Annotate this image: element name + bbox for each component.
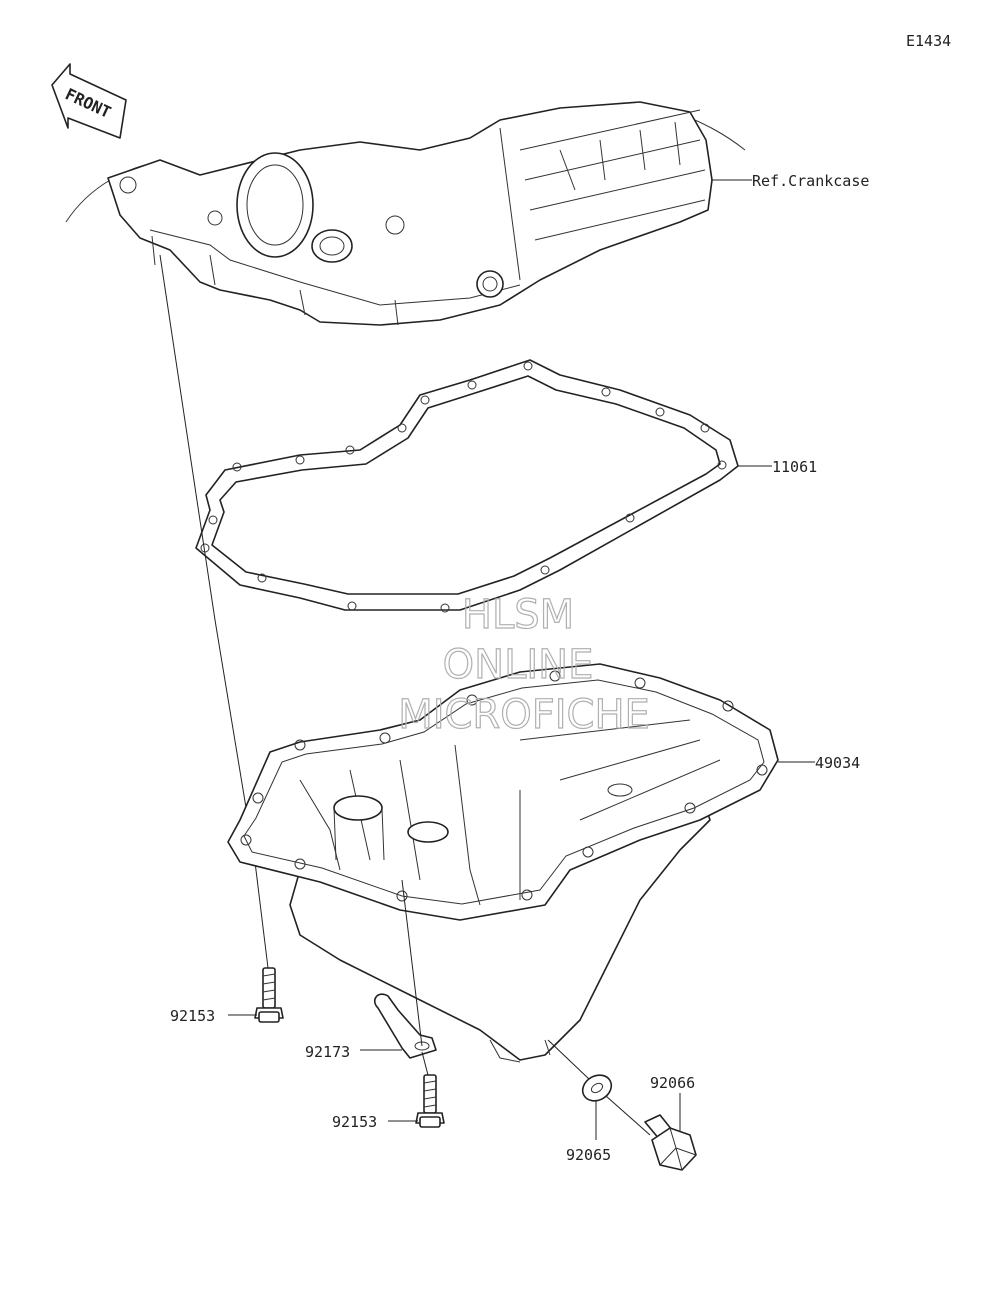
diagram-code: E1434: [906, 32, 951, 50]
watermark: HLSM ONLINE MICROFICHE: [398, 591, 651, 738]
front-arrow-icon: FRONT: [51, 63, 127, 139]
flange-bolt-upper: [254, 967, 284, 1023]
crankcase-illustration: [65, 101, 746, 326]
crankcase-label: Ref.Crankcase: [752, 172, 869, 190]
oil-pan: [227, 663, 779, 1063]
drain-plug-label: 92066: [650, 1074, 695, 1092]
watermark-line2: ONLINE: [443, 642, 594, 688]
flange-bolt-lower: [415, 1051, 445, 1128]
bolt-lower-label: 92153: [332, 1113, 377, 1131]
washer-label: 92065: [566, 1146, 611, 1164]
clamp-label: 92173: [305, 1043, 350, 1061]
bolt-alignment-line: [159, 254, 269, 969]
clamp-alignment-line: [401, 879, 423, 1047]
sealing-washer: [581, 1074, 613, 1102]
oil-drain-plug: [644, 1114, 697, 1171]
bolt-upper-label: 92153: [170, 1007, 215, 1025]
gasket-label: 11061: [772, 458, 817, 476]
oil-pan-gasket: [195, 359, 739, 613]
watermark-line1: HLSM: [462, 592, 574, 638]
oil-pan-label: 49034: [815, 754, 860, 772]
watermark-line3: MICROFICHE: [398, 692, 650, 738]
